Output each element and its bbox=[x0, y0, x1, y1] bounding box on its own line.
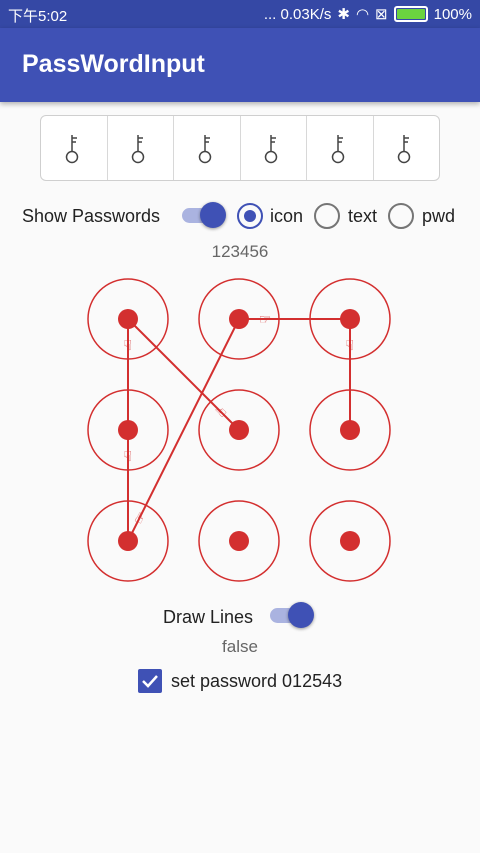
sim-icon: ⊠ bbox=[375, 6, 388, 23]
radio-icon[interactable] bbox=[237, 203, 263, 229]
pattern-lock-grid[interactable]: ☞☞☞☞☞☞ bbox=[0, 270, 480, 590]
page-title: PassWordInput bbox=[22, 50, 205, 78]
pattern-node[interactable] bbox=[198, 389, 280, 471]
password-slot bbox=[41, 116, 108, 180]
password-slot bbox=[174, 116, 241, 180]
set-password-label: set password 012543 bbox=[171, 671, 343, 691]
password-slot bbox=[374, 116, 440, 180]
show-passwords-row: Show Passwords icon text pwd bbox=[0, 198, 480, 234]
show-passwords-label: Show Passwords bbox=[22, 206, 161, 226]
draw-lines-value: false bbox=[222, 637, 258, 656]
draw-lines-label: Draw Lines bbox=[163, 607, 254, 627]
app-bar: PassWordInput bbox=[0, 28, 480, 102]
wifi-icon: ◠ bbox=[355, 6, 370, 23]
pointer-hand-icon: ☞ bbox=[120, 450, 136, 463]
set-password-checkbox[interactable] bbox=[138, 669, 162, 693]
key-icon bbox=[398, 135, 411, 164]
draw-lines-row: Draw Lines bbox=[0, 598, 480, 634]
status-bar: 下午5:02 ... 0.03K/s ✱ ◠ ⊠ 100% bbox=[0, 0, 480, 28]
status-time: 下午5:02 bbox=[8, 8, 68, 25]
show-passwords-switch[interactable] bbox=[180, 200, 226, 230]
key-icon bbox=[265, 135, 278, 164]
pattern-node[interactable] bbox=[198, 500, 280, 582]
network-speed: ... 0.03K/s bbox=[263, 5, 332, 23]
pattern-node[interactable] bbox=[87, 278, 169, 360]
status-right: ... 0.03K/s ✱ ◠ ⊠ 100% bbox=[263, 5, 472, 24]
password-icon-row[interactable] bbox=[40, 115, 440, 181]
pointer-hand-icon: ☞ bbox=[120, 339, 136, 352]
key-icon bbox=[198, 135, 211, 164]
pointer-hand-icon: ☞ bbox=[342, 339, 358, 352]
password-slot bbox=[108, 116, 174, 180]
radio-label-text: text bbox=[348, 206, 378, 226]
pattern-node[interactable] bbox=[87, 389, 169, 471]
password-slot bbox=[241, 116, 307, 180]
key-icon bbox=[132, 135, 145, 164]
pointer-hand-icon: ☞ bbox=[259, 311, 272, 327]
key-icon bbox=[65, 135, 78, 164]
radio-label-icon: icon bbox=[270, 206, 304, 226]
password-slot bbox=[307, 116, 374, 180]
battery-icon bbox=[393, 6, 428, 22]
pattern-node[interactable] bbox=[198, 278, 280, 360]
check-icon bbox=[142, 675, 158, 688]
pattern-node[interactable] bbox=[309, 500, 391, 582]
radio-pwd[interactable] bbox=[388, 203, 414, 229]
pattern-node[interactable] bbox=[309, 389, 391, 471]
radio-text[interactable] bbox=[314, 203, 340, 229]
pattern-node[interactable] bbox=[87, 500, 169, 582]
radio-label-pwd: pwd bbox=[422, 206, 456, 226]
pointer-hand-icon: ☞ bbox=[130, 509, 150, 527]
pattern-line bbox=[127, 318, 240, 542]
pattern-node[interactable] bbox=[309, 278, 391, 360]
key-icon bbox=[331, 135, 344, 164]
battery-percent: 100% bbox=[433, 5, 472, 23]
draw-lines-switch[interactable] bbox=[268, 600, 314, 630]
password-value: 123456 bbox=[211, 242, 269, 261]
pattern-line bbox=[127, 318, 240, 431]
bluetooth-icon: ✱ bbox=[337, 6, 350, 23]
